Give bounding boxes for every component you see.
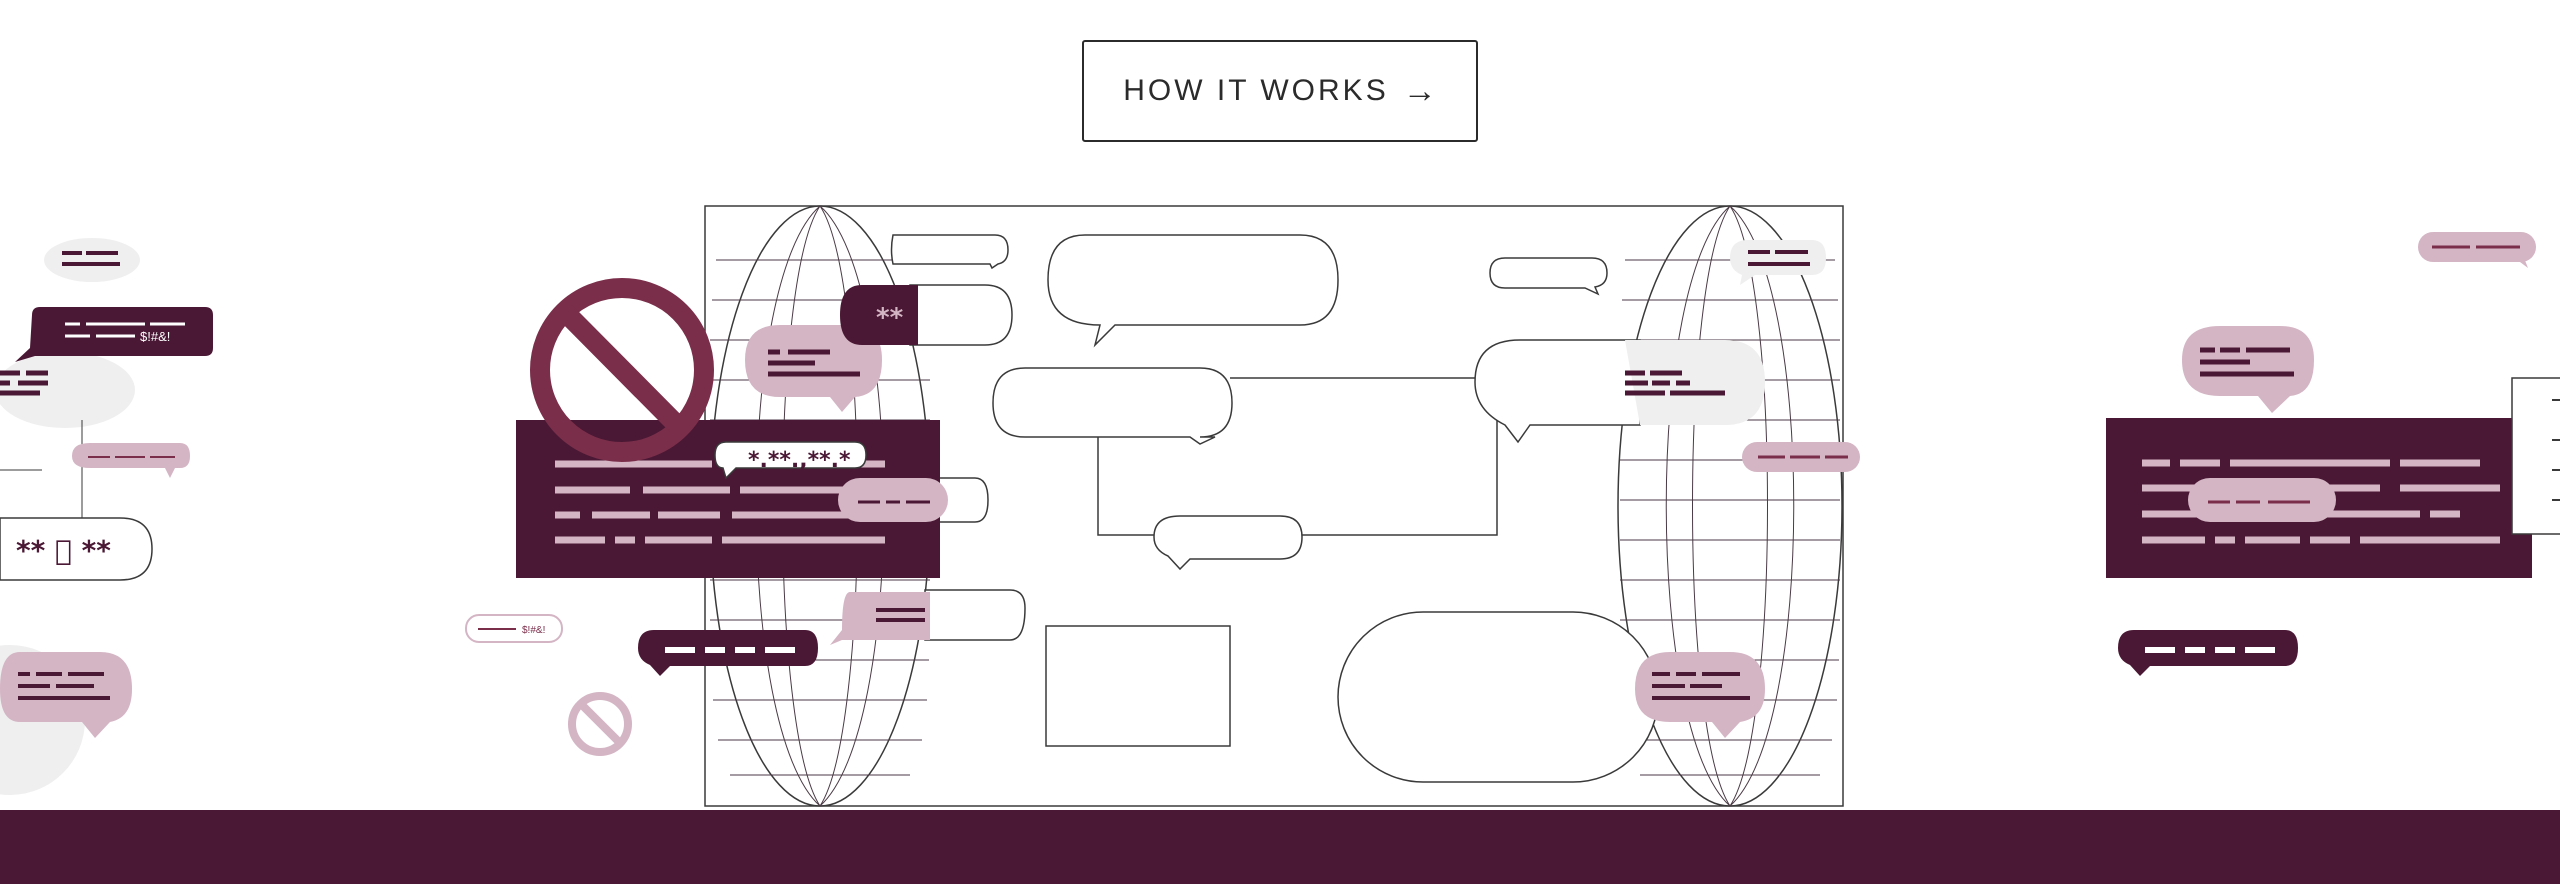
far-left-cluster: $!#&! ** ⃠ **	[0, 238, 213, 738]
small-prohibition-icon	[568, 692, 632, 756]
flow-connectors	[1097, 377, 1500, 536]
right-dark-panel	[2106, 377, 2560, 578]
pink-pill-bubbles	[830, 478, 948, 645]
footer-band	[0, 810, 2560, 884]
svg-text:*.**.,**.*: *.**.,**.*	[748, 448, 851, 473]
how-it-works-label: HOW IT WORKS	[1123, 74, 1389, 107]
how-it-works-button[interactable]: HOW IT WORKS →	[1082, 40, 1478, 142]
svg-text:$!#&!: $!#&!	[140, 329, 170, 344]
outline-bubbles	[890, 234, 1659, 783]
arrow-right-icon: →	[1402, 71, 1437, 110]
svg-text:**: **	[876, 303, 904, 333]
pink-bubble-left-cylinder	[745, 325, 882, 412]
small-outline-pill: $!#&!	[465, 614, 563, 643]
right-cluster	[2118, 232, 2536, 676]
right-cylinder-bubbles	[1625, 240, 1860, 738]
dark-asterisk-bubble: **	[840, 285, 918, 345]
prohibition-icon	[530, 278, 714, 462]
dark-pill-left	[638, 630, 818, 676]
svg-text:** ⃠ **: ** ⃠ **	[16, 534, 111, 567]
asterisk-bubble: *.**.,**.*	[714, 441, 867, 480]
svg-text:$!#&!: $!#&!	[522, 625, 545, 636]
